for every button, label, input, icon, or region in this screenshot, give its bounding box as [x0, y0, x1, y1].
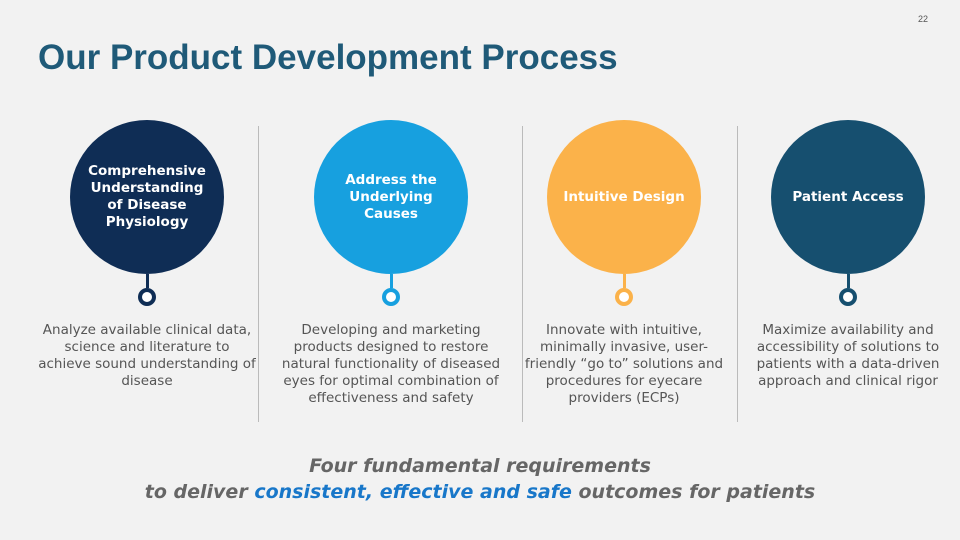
footer-text-after: outcomes for patients	[571, 481, 816, 503]
step-circle: Address the Underlying Causes	[314, 120, 468, 274]
step-circle: Comprehensive Understanding of Disease P…	[70, 120, 224, 274]
page-title: Our Product Development Process	[38, 38, 618, 77]
footer-line-1: Four fundamental requirements	[309, 455, 651, 477]
connector-stem	[622, 274, 626, 288]
footer-accent-text: consistent, effective and safe	[254, 481, 572, 503]
process-step-patient-access: Patient Access Maximize availability and…	[741, 120, 955, 390]
connector-stem	[145, 274, 149, 288]
step-description: Innovate with intuitive, minimally invas…	[524, 322, 724, 406]
column-divider	[737, 126, 738, 422]
footer-text-before: to deliver	[144, 481, 255, 503]
connector-stem	[389, 274, 393, 288]
footer-line-2: to deliver consistent, effective and saf…	[0, 481, 960, 503]
column-divider	[258, 126, 259, 422]
connector-dot	[138, 288, 156, 306]
process-step-disease-physiology: Comprehensive Understanding of Disease P…	[38, 120, 256, 390]
step-heading: Address the Underlying Causes	[345, 171, 437, 222]
connector-dot	[839, 288, 857, 306]
connector-dot	[382, 288, 400, 306]
step-description: Maximize availability and accessibility …	[756, 322, 940, 389]
step-description: Analyze available clinical data, science…	[38, 322, 256, 389]
column-divider	[522, 126, 523, 422]
connector-stem	[846, 274, 850, 288]
step-description: Developing and marketing products design…	[281, 322, 501, 406]
step-circle: Patient Access	[771, 120, 925, 274]
step-circle: Intuitive Design	[547, 120, 701, 274]
connector-dot	[615, 288, 633, 306]
page-number: 22	[917, 14, 928, 24]
step-heading: Intuitive Design	[563, 188, 685, 205]
step-heading: Patient Access	[792, 188, 904, 205]
process-step-underlying-causes: Address the Underlying Causes Developing…	[282, 120, 500, 407]
process-step-intuitive-design: Intuitive Design Innovate with intuitive…	[517, 120, 731, 407]
step-heading: Comprehensive Understanding of Disease P…	[88, 163, 206, 230]
